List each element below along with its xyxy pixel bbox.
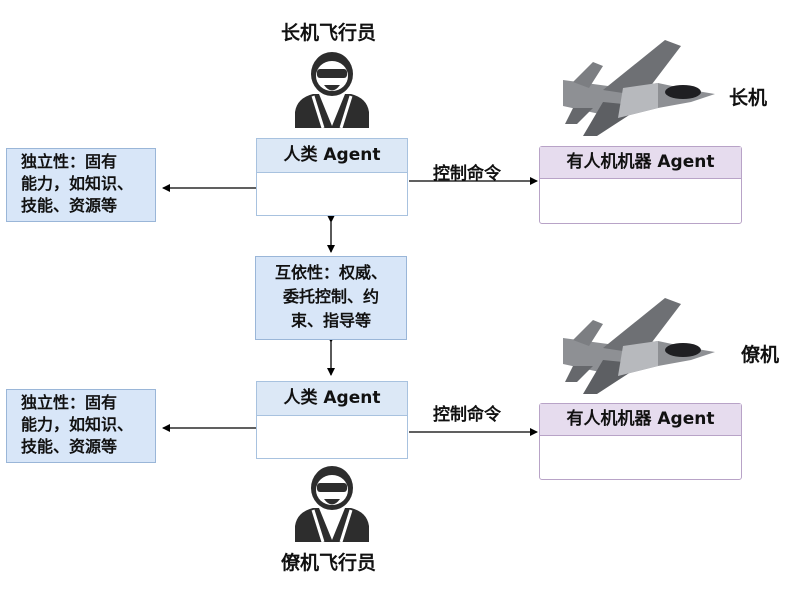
bottom-human-agent-box: 人类 Agent <box>256 381 408 459</box>
pilot-icon <box>295 466 369 542</box>
top-ability-line-1: 独立性：固有 <box>21 152 118 171</box>
top-plane-label: 长机 <box>729 87 768 109</box>
top-machine-agent-box: 有人机机器 Agent <box>539 146 742 224</box>
interdependence-line-1: 互依性：权威、 <box>274 263 387 282</box>
bottom-command-label: 控制命令 <box>433 405 501 425</box>
interdependence-line-3: 束、指导等 <box>290 311 371 330</box>
interdependence-box: 互依性：权威、 委托控制、约 束、指导等 <box>255 256 407 340</box>
bottom-ability-line-1: 独立性：固有 <box>21 393 118 412</box>
bottom-ability-line-2: 能力，如知识、 <box>21 415 134 434</box>
pilot-icon <box>295 52 369 128</box>
top-ability-box: 独立性：固有 能力，如知识、 技能、资源等 <box>6 148 156 222</box>
bottom-ability-box: 独立性：固有 能力，如知识、 技能、资源等 <box>6 389 156 463</box>
top-human-agent-box: 人类 Agent <box>256 138 408 216</box>
top-ability-line-3: 技能、资源等 <box>21 196 118 215</box>
bottom-plane-label: 僚机 <box>741 344 780 366</box>
top-human-agent-title: 人类 Agent <box>257 139 407 173</box>
bottom-machine-agent-box: 有人机机器 Agent <box>539 403 742 480</box>
bottom-human-agent-title: 人类 Agent <box>257 382 407 416</box>
top-command-label: 控制命令 <box>433 164 501 184</box>
bottom-pilot-label: 僚机飞行员 <box>281 552 377 574</box>
bottom-machine-agent-title: 有人机机器 Agent <box>540 404 741 436</box>
top-pilot-label: 长机飞行员 <box>281 22 377 44</box>
top-ability-line-2: 能力，如知识、 <box>21 174 134 193</box>
jet-icon <box>563 298 715 394</box>
interdependence-line-2: 委托控制、约 <box>282 287 379 306</box>
jet-icon <box>563 40 715 136</box>
top-machine-agent-title: 有人机机器 Agent <box>540 147 741 179</box>
bottom-ability-line-3: 技能、资源等 <box>21 437 118 456</box>
